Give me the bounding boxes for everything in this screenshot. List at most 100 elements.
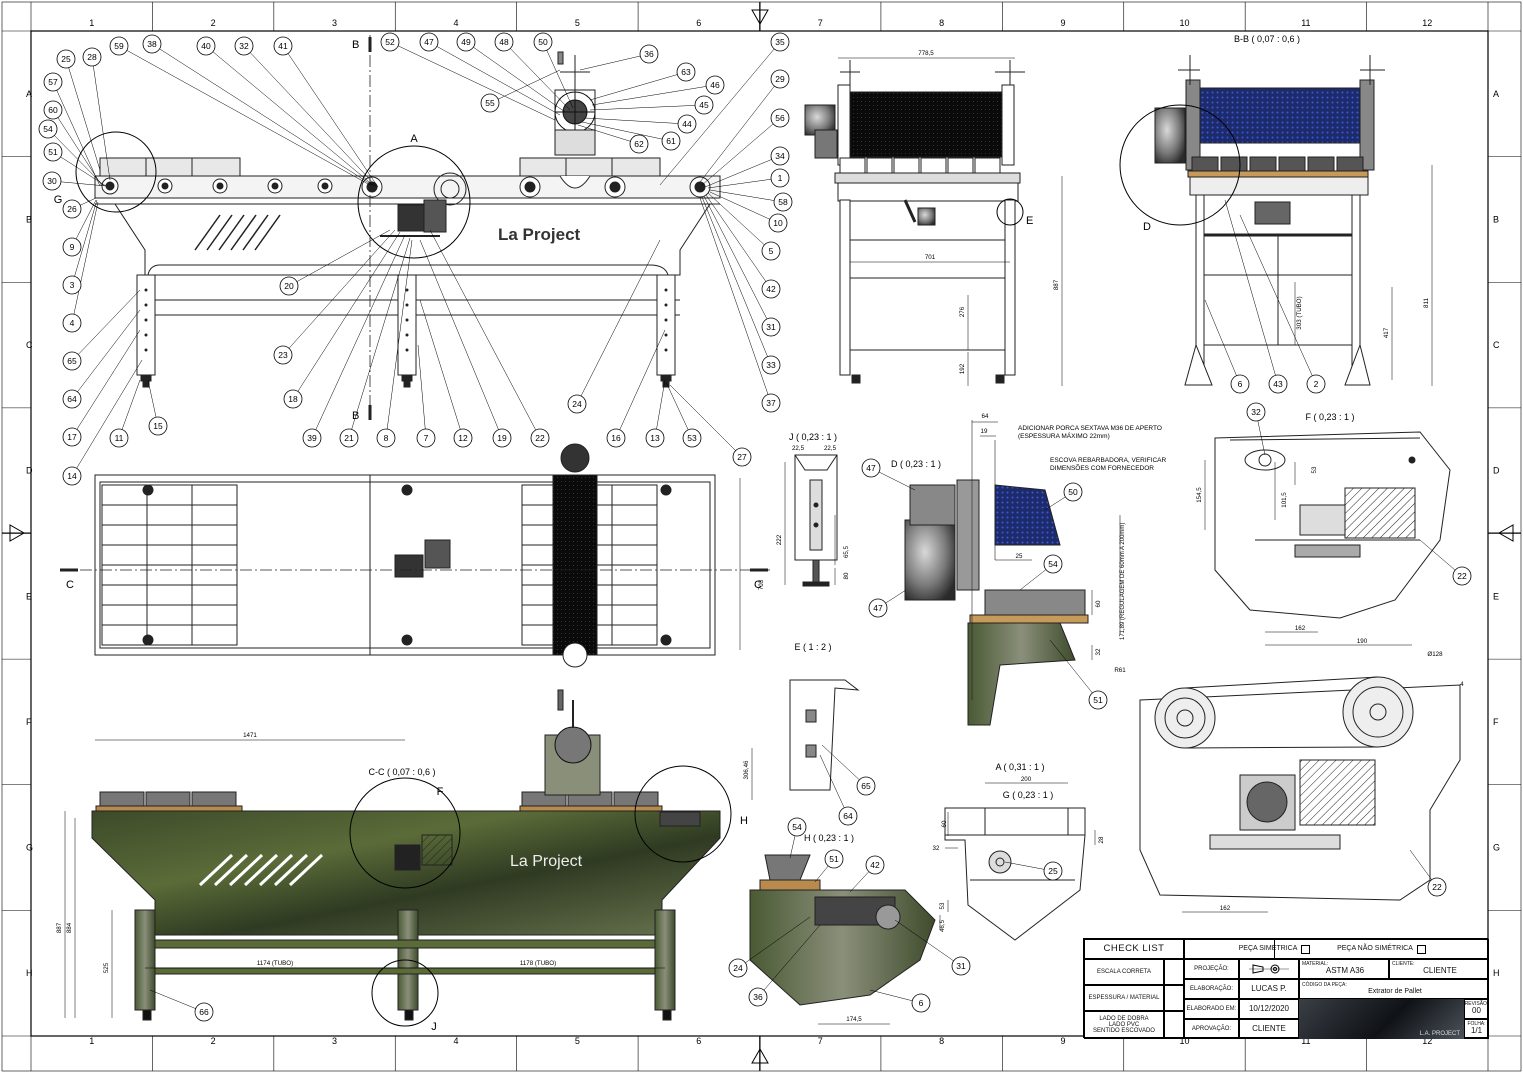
part-balloon: 50 (533, 32, 553, 52)
note-1a: ADICIONAR PORCA SEXTAVA M36 DE APERTO (1018, 425, 1162, 432)
client-value: CLIENTE (1423, 966, 1457, 976)
grid-col-label: 9 (1061, 18, 1066, 28)
part-balloon: 21 (339, 428, 359, 448)
part-balloon-number: 3 (70, 280, 75, 290)
part-balloon-number: 66 (199, 1007, 209, 1017)
part-balloon-number: 44 (682, 119, 692, 129)
grid-col-label: 10 (1179, 18, 1189, 28)
section-mark-c-left: C (66, 579, 74, 591)
part-balloon: 37 (761, 393, 781, 413)
svg-text:703: 703 (758, 579, 765, 590)
part-balloon-number: 47 (873, 603, 883, 613)
part-code-value: Extrator de Pallet (1368, 987, 1422, 995)
part-balloon-number: 8 (384, 433, 389, 443)
part-balloon: 56 (770, 108, 790, 128)
svg-text:306,46: 306,46 (743, 760, 750, 779)
part-balloon: 57 (43, 72, 63, 92)
svg-text:R61: R61 (1114, 667, 1126, 674)
plan-view (60, 443, 770, 668)
part-code-cell: CÓDIGO DA PEÇA: Extrator de Pallet (1299, 979, 1489, 999)
part-balloon-number: 42 (870, 860, 880, 870)
part-balloon-number: 9 (70, 242, 75, 252)
svg-text:701: 701 (925, 254, 936, 261)
part-balloon-number: 51 (1093, 695, 1103, 705)
part-balloon: 62 (629, 134, 649, 154)
grid-col-label: 2 (211, 1036, 216, 1046)
part-balloon: 36 (748, 987, 768, 1007)
part-balloon: 22 (1452, 566, 1472, 586)
grid-col-label: 9 (1061, 1036, 1066, 1046)
part-balloon: 54 (787, 817, 807, 837)
svg-text:60: 60 (941, 820, 948, 827)
part-balloon: 50 (1063, 482, 1083, 502)
detail-g-view (944, 807, 1086, 941)
part-balloon-number: 64 (67, 394, 77, 404)
correct-scale-check[interactable] (1164, 959, 1184, 985)
part-balloon: 22 (530, 428, 550, 448)
part-balloon-number: 46 (710, 80, 720, 90)
part-balloon: 60 (43, 100, 63, 120)
part-balloon: 49 (456, 32, 476, 52)
part-balloon-number: 63 (681, 67, 691, 77)
detail-letter-h: H (740, 815, 748, 827)
grid-col-label: 12 (1422, 1036, 1432, 1046)
svg-text:525: 525 (103, 962, 110, 973)
part-balloon-number: 14 (67, 471, 77, 481)
grid-col-label: 11 (1301, 1036, 1310, 1046)
thickness-material-check[interactable] (1164, 985, 1184, 1011)
part-balloon-number: 25 (1048, 866, 1058, 876)
part-balloon: 11 (109, 428, 129, 448)
part-balloon-number: 22 (1457, 571, 1467, 581)
grid-col-label: 5 (575, 1036, 580, 1046)
svg-text:4: 4 (1460, 681, 1464, 688)
svg-text:303 (TUBO): 303 (TUBO) (1296, 296, 1303, 329)
svg-text:53: 53 (1311, 466, 1318, 473)
note-1b: (ESPESSURA MÁXIMO 22mm) (1018, 431, 1110, 440)
fold-side-cell: LADO DE DOBRA LADO PVC SENTIDO ESCOVADO (1084, 1011, 1164, 1039)
part-balloon: 24 (567, 394, 587, 414)
detail-d-view (904, 420, 1121, 726)
part-balloon-number: 62 (634, 139, 644, 149)
part-balloon: 44 (677, 114, 697, 134)
grid-row-label: C (26, 340, 33, 350)
grid-col-label: 5 (575, 18, 580, 28)
grid-col-label: 1 (89, 18, 94, 28)
part-balloon-number: 39 (307, 433, 317, 443)
svg-text:190: 190 (1357, 638, 1368, 645)
part-balloon-number: 58 (778, 197, 788, 207)
svg-text:222: 222 (776, 534, 783, 545)
part-code-label: CÓDIGO DA PEÇA: (1302, 981, 1347, 988)
detail-letter-j: J (431, 1021, 437, 1033)
grid-col-label: 8 (939, 18, 944, 28)
logo-watermark-front: La Project (498, 225, 581, 244)
part-balloon-number: 5 (769, 246, 774, 256)
svg-text:46,5: 46,5 (939, 919, 946, 932)
projection-symbol-icon (1239, 959, 1299, 979)
part-balloon-number: 25 (61, 54, 71, 64)
part-balloon-number: 65 (861, 781, 871, 791)
part-balloon-number: 2 (1314, 379, 1319, 389)
part-balloon: 54 (38, 119, 58, 139)
svg-text:19: 19 (981, 428, 988, 435)
detail-e-view (789, 679, 860, 791)
part-balloon: 17 (62, 427, 82, 447)
part-balloon-number: 31 (766, 322, 776, 332)
part-balloon: 64 (62, 389, 82, 409)
part-balloon: 47 (868, 598, 888, 618)
note-vertical-regulation: 171,89 (REGULAGEM DE 60mm A 200mm) (1120, 523, 1126, 640)
part-balloon: 31 (951, 956, 971, 976)
fold-side-check[interactable] (1164, 1011, 1184, 1039)
part-balloon-number: 18 (288, 394, 298, 404)
part-balloon-number: 47 (866, 463, 876, 473)
part-balloon: 27 (732, 447, 752, 467)
non-symmetric-part-checkbox[interactable] (1416, 944, 1426, 954)
part-balloon-number: 37 (766, 398, 776, 408)
svg-text:887: 887 (56, 922, 63, 933)
part-balloon: 29 (770, 69, 790, 89)
symmetric-part-checkbox[interactable] (1301, 944, 1311, 954)
approval-label: APROVAÇÃO: (1184, 1019, 1239, 1039)
grid-row-label: G (1493, 843, 1500, 853)
